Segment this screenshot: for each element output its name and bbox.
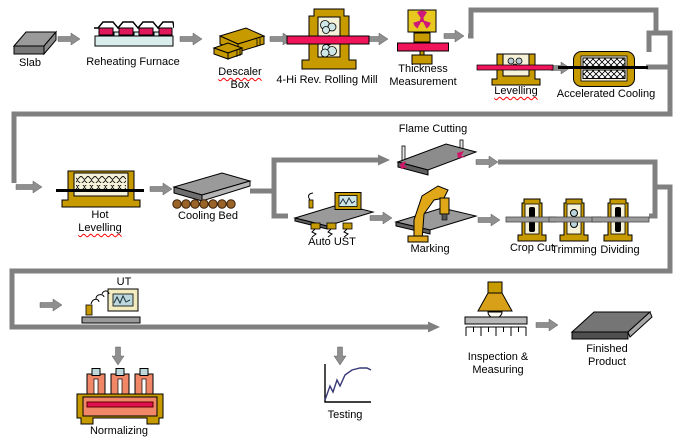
trimming-label: Trimming bbox=[551, 244, 597, 256]
arrowhead-into-flame-cutting bbox=[378, 154, 390, 166]
auto-ust-icon bbox=[293, 192, 375, 238]
hot-levelling-pass-line bbox=[56, 189, 144, 192]
thickness-measurement-icon bbox=[397, 9, 449, 65]
arrow-into-hot-levelling bbox=[15, 180, 43, 194]
rolling-mill-label: 4-Hi Rev. Rolling Mill bbox=[276, 74, 378, 86]
accelerated-cooling-pass-line bbox=[558, 66, 648, 69]
slab-label: Slab bbox=[18, 57, 42, 69]
mill-plate-strip bbox=[286, 35, 370, 45]
normalizing-label: Normalizing bbox=[89, 425, 149, 437]
crop-cut-pass-bar bbox=[505, 216, 557, 223]
descaler-box-icon bbox=[212, 27, 266, 60]
testing-label: Testing bbox=[327, 409, 363, 421]
reheating-furnace-label: Reheating Furnace bbox=[86, 56, 180, 68]
flame-cutting-icon bbox=[396, 139, 478, 176]
reheating-furnace-icon bbox=[94, 21, 174, 47]
arrow-inspection-to-finished bbox=[535, 318, 559, 332]
accelerated-cooling-label: Accelerated Cooling bbox=[556, 88, 656, 100]
inspection-measuring-icon bbox=[464, 281, 528, 336]
levelling-plate-strip bbox=[476, 64, 554, 71]
slab-icon bbox=[12, 30, 58, 56]
arrow-hotlev-to-coolingbed bbox=[149, 182, 173, 196]
normalizing-icon bbox=[76, 368, 164, 425]
connector-row1-loop bbox=[468, 7, 659, 52]
arrow-thickness-to-loop bbox=[443, 29, 465, 43]
flame-cutting-label: Flame Cutting bbox=[398, 123, 468, 135]
arrowhead-into-inspection bbox=[428, 321, 440, 333]
connector-row1-to-row2 bbox=[11, 30, 673, 183]
marking-icon bbox=[394, 185, 478, 243]
arrow-down-to-normalizing bbox=[111, 346, 125, 366]
connector-branch-split bbox=[271, 157, 378, 219]
inspection-measuring-label: Inspection &Measuring bbox=[467, 351, 529, 376]
levelling-label: Levelling bbox=[494, 85, 538, 97]
dividing-label: Dividing bbox=[600, 244, 640, 256]
marking-label: Marking bbox=[410, 243, 450, 255]
ut-label: UT bbox=[116, 276, 132, 288]
arrow-into-ut bbox=[39, 298, 63, 312]
dividing-pass-bar bbox=[591, 216, 650, 223]
arrow-ust-to-marking bbox=[369, 211, 393, 225]
testing-icon bbox=[324, 364, 372, 403]
arrow-down-to-testing bbox=[333, 346, 347, 366]
arrow-marking-to-cropcut bbox=[477, 213, 501, 227]
connector-row2-to-row3 bbox=[9, 184, 673, 330]
ut-icon bbox=[81, 288, 141, 324]
arrow-slab-to-furnace bbox=[57, 32, 81, 46]
crop-cut-label: Crop Cut bbox=[509, 242, 555, 254]
arrow-flamecutting-exit bbox=[475, 155, 499, 169]
auto-ust-label: Auto UST bbox=[308, 236, 356, 248]
cooling-bed-label: Cooling Bed bbox=[178, 210, 238, 222]
finished-product-icon bbox=[570, 311, 653, 340]
arrow-furnace-to-descaler bbox=[179, 32, 203, 46]
cooling-bed-icon bbox=[172, 172, 252, 209]
